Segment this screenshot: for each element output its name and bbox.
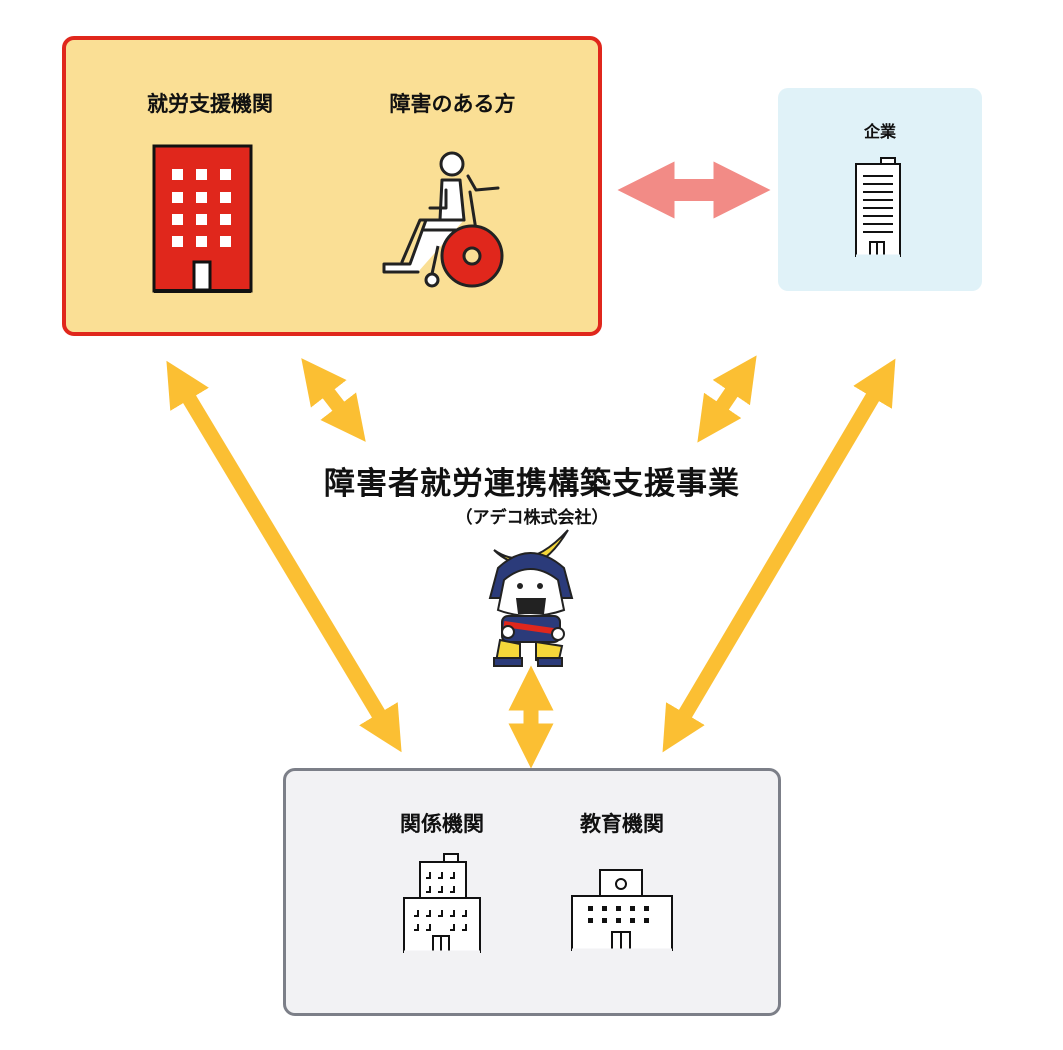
wheelchair-user-icon (382, 151, 504, 288)
samurai-onigiri-mascot (488, 529, 574, 667)
label-disabled-person: 障害のある方 (389, 92, 516, 116)
arrow-agency-center (301, 358, 366, 442)
label-education-agency: 教育機関 (580, 812, 664, 836)
arrow-company-center (697, 355, 757, 443)
program-subtitle: （アデコ株式会社） (455, 508, 609, 528)
label-company: 企業 (863, 122, 896, 141)
support-agency-and-person-box (62, 36, 602, 336)
arrow-company-bottom-long (662, 358, 896, 753)
related-and-education-box (283, 768, 781, 1016)
skyscraper-icon (855, 157, 901, 258)
red-office-building-icon (152, 144, 253, 293)
arrow-agency-bottom-long (166, 360, 402, 753)
school-building-icon (571, 869, 673, 952)
label-support-agency: 就労支援機関 (147, 92, 273, 116)
label-related-agency: 関係機関 (400, 812, 484, 836)
program-title: 障害者就労連携構築支援事業 (324, 466, 740, 502)
office-building-icon (403, 853, 481, 954)
